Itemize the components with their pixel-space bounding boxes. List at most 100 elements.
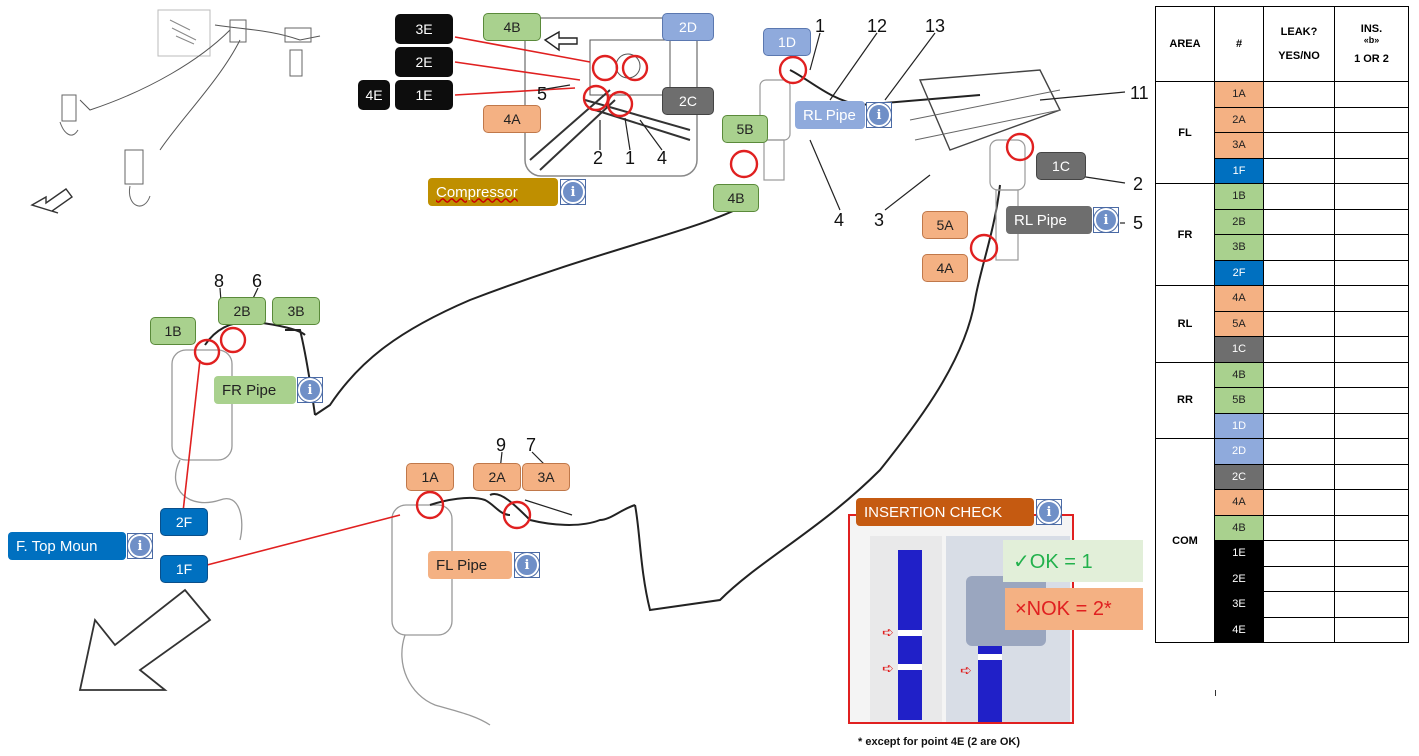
label-1C[interactable]: 1C [1036, 152, 1086, 180]
label-3E[interactable]: 3E [395, 14, 453, 44]
callout-4-rr: 4 [834, 210, 845, 230]
area-cell: RR [1155, 361, 1215, 439]
label-2A[interactable]: 2A [473, 463, 521, 491]
compressor-info-button[interactable]: i [560, 179, 586, 205]
fl-pipe-info-button[interactable]: i [514, 552, 540, 578]
label-2E[interactable]: 2E [395, 47, 453, 77]
label-4A-rl[interactable]: 4A [922, 254, 968, 282]
insertion-entry-cell[interactable] [1334, 489, 1409, 516]
leak-entry-cell[interactable] [1263, 157, 1335, 184]
label-3A[interactable]: 3A [522, 463, 570, 491]
insertion-entry-cell[interactable] [1334, 81, 1409, 108]
insertion-entry-cell[interactable] [1334, 106, 1409, 133]
compressor-pipe-label[interactable]: Compressor [428, 178, 558, 206]
label-1A[interactable]: 1A [406, 463, 454, 491]
insertion-entry-cell[interactable] [1334, 565, 1409, 592]
leak-entry-cell[interactable] [1263, 489, 1335, 516]
info-icon: i [561, 180, 585, 204]
leak-entry-cell[interactable] [1263, 208, 1335, 235]
label-1E[interactable]: 1E [395, 80, 453, 110]
leak-entry-cell[interactable] [1263, 285, 1335, 312]
label-3B[interactable]: 3B [272, 297, 320, 325]
insertion-entry-cell[interactable] [1334, 514, 1409, 541]
label-4A-compressor[interactable]: 4A [483, 105, 541, 133]
insertion-entry-cell[interactable] [1334, 438, 1409, 465]
leak-entry-cell[interactable] [1263, 412, 1335, 439]
label-4B-rr[interactable]: 4B [713, 184, 759, 212]
callout-11: 11 [1130, 83, 1149, 103]
rl-pipe-right-info-button[interactable]: i [1093, 207, 1119, 233]
leak-entry-cell[interactable] [1263, 540, 1335, 567]
insertion-entry-cell[interactable] [1334, 336, 1409, 363]
leak-entry-cell[interactable] [1263, 336, 1335, 363]
point-code-cell: 4B [1214, 361, 1264, 388]
label-2B[interactable]: 2B [218, 297, 266, 325]
leak-entry-cell[interactable] [1263, 565, 1335, 592]
leak-entry-cell[interactable] [1263, 438, 1335, 465]
insertion-entry-cell[interactable] [1334, 157, 1409, 184]
point-code-cell: 1A [1214, 81, 1264, 108]
insertion-entry-cell[interactable] [1334, 591, 1409, 618]
insertion-entry-cell[interactable] [1334, 259, 1409, 286]
leak-entry-cell[interactable] [1263, 361, 1335, 388]
label-4E[interactable]: 4E [358, 80, 390, 110]
info-icon: i [128, 534, 152, 558]
table-row: 3E [1156, 591, 1409, 618]
label-2F[interactable]: 2F [160, 508, 208, 536]
insertion-entry-cell[interactable] [1334, 387, 1409, 414]
insertion-entry-cell[interactable] [1334, 412, 1409, 439]
leak-entry-cell[interactable] [1263, 234, 1335, 261]
leak-entry-cell[interactable] [1263, 183, 1335, 210]
leak-entry-cell[interactable] [1263, 463, 1335, 490]
rl-pipe-top-info-button[interactable]: i [866, 102, 892, 128]
leak-entry-cell[interactable] [1263, 310, 1335, 337]
insertion-entry-cell[interactable] [1334, 310, 1409, 337]
arrow-marker-icon: ➪ [882, 624, 894, 640]
leak-entry-cell[interactable] [1263, 132, 1335, 159]
callout-5-rl: 5 [1133, 213, 1144, 233]
fr-pipe-info-button[interactable]: i [297, 377, 323, 403]
f-top-mount-label[interactable]: F. Top Moun [8, 532, 126, 560]
label-2C[interactable]: 2C [662, 87, 714, 115]
arrow-marker-icon: ➪ [882, 660, 894, 676]
leak-entry-cell[interactable] [1263, 81, 1335, 108]
point-code-cell: 4A [1214, 285, 1264, 312]
insertion-entry-cell[interactable] [1334, 616, 1409, 643]
leak-entry-cell[interactable] [1263, 616, 1335, 643]
insertion-entry-cell[interactable] [1334, 540, 1409, 567]
point-code-cell: 1D [1214, 412, 1264, 439]
fr-pipe-label[interactable]: FR Pipe [214, 376, 296, 404]
insertion-check-title[interactable]: INSERTION CHECK [856, 498, 1034, 526]
ok-result-badge: ✓OK = 1 [1003, 540, 1143, 582]
rl-pipe-label-right[interactable]: RL Pipe [1006, 206, 1092, 234]
label-4B-compressor[interactable]: 4B [483, 13, 541, 41]
insertion-check-info-button[interactable]: i [1036, 499, 1062, 525]
insertion-entry-cell[interactable] [1334, 208, 1409, 235]
header-ins: INS. «b» 1 OR 2 [1334, 6, 1409, 82]
insertion-entry-cell[interactable] [1334, 463, 1409, 490]
label-1B[interactable]: 1B [150, 317, 196, 345]
label-1D[interactable]: 1D [763, 28, 811, 56]
insertion-entry-cell[interactable] [1334, 183, 1409, 210]
point-code-cell: 2B [1214, 208, 1264, 235]
insertion-entry-cell[interactable] [1334, 132, 1409, 159]
leak-entry-cell[interactable] [1263, 514, 1335, 541]
leak-entry-cell[interactable] [1263, 591, 1335, 618]
label-5A[interactable]: 5A [922, 211, 968, 239]
label-1F[interactable]: 1F [160, 555, 208, 583]
insertion-entry-cell[interactable] [1334, 285, 1409, 312]
label-2D[interactable]: 2D [662, 13, 714, 41]
point-code-cell: 1C [1214, 336, 1264, 363]
leak-entry-cell[interactable] [1263, 259, 1335, 286]
leak-entry-cell[interactable] [1263, 106, 1335, 133]
f-top-mount-info-button[interactable]: i [127, 533, 153, 559]
marker-band [898, 664, 922, 670]
rl-pipe-label-top[interactable]: RL Pipe [795, 101, 865, 129]
label-5B[interactable]: 5B [722, 115, 768, 143]
callout-6: 6 [252, 271, 263, 291]
insertion-entry-cell[interactable] [1334, 234, 1409, 261]
table-row: 4A [1156, 489, 1409, 516]
fl-pipe-label[interactable]: FL Pipe [428, 551, 512, 579]
insertion-entry-cell[interactable] [1334, 361, 1409, 388]
leak-entry-cell[interactable] [1263, 387, 1335, 414]
